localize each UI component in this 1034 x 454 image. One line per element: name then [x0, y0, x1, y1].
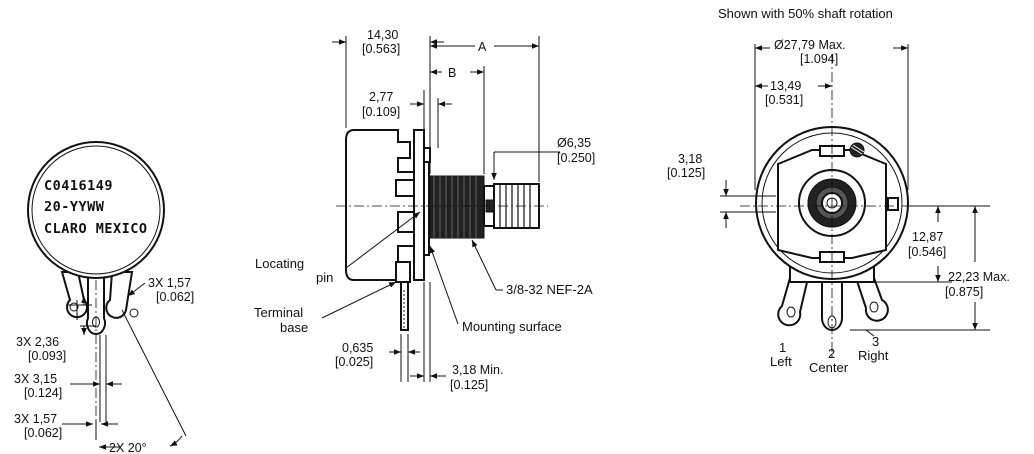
marking-text: C0416149 20-YYWW CLARO MEXICO [44, 178, 148, 237]
dim-1287-inch: [0.546] [908, 245, 946, 259]
thread-label: 3/8-32 NEF-2A [506, 282, 593, 297]
pin-width-label: 3X 1,57 [14, 412, 57, 426]
dim-a-label: A [478, 40, 487, 54]
term-3-name: Right [858, 348, 889, 363]
pin-width-inch: [0.062] [24, 426, 62, 440]
dim-318-label: 3,18 [678, 152, 702, 166]
term-2-name: Center [809, 360, 849, 375]
dim-0635-inch: [0.025] [335, 355, 373, 369]
hole-dia-label: 3X 2,36 [16, 335, 59, 349]
dim-277-inch: [0.109] [362, 105, 400, 119]
dim-2223-inch: [0.875] [945, 285, 983, 299]
dim-318min-label: 3,18 Min. [452, 363, 503, 377]
front-dia-inch: [1.094] [800, 52, 838, 66]
term-2-num: 2 [828, 346, 835, 361]
threaded-bushing [429, 175, 485, 239]
term-1-name: Left [770, 354, 792, 369]
dim-318-inch: [0.125] [667, 166, 705, 180]
dim-1349-label: 13,49 [770, 79, 801, 93]
dim-0635-label: 0,635 [342, 341, 373, 355]
term-1-num: 1 [779, 340, 786, 355]
mounting-surface-label: Mounting surface [462, 319, 562, 334]
pot-body-back [27, 141, 165, 279]
front-view: Shown with 50% shaft rotation [667, 6, 1010, 375]
dim-318min-inch: [0.125] [450, 378, 488, 392]
tab-width-label: 3X 1,57 [148, 276, 191, 290]
left-view: C0416149 20-YYWW CLARO MEXICO 2X 20° 3X … [14, 141, 194, 454]
pin-label: pin [316, 270, 333, 285]
left-terminals [60, 271, 139, 335]
tab-width-inch: [0.062] [156, 290, 194, 304]
marking-line-2: 20-YYWW [44, 199, 105, 215]
marking-line-1: C0416149 [44, 178, 113, 194]
front-terminals [777, 277, 889, 331]
dim-b-label: B [448, 66, 456, 80]
angle-label: 2X 20° [109, 441, 147, 454]
side-body [345, 129, 415, 281]
shaft-dia-label: Ø6,35 [557, 136, 591, 150]
dim-1287-label: 12,87 [912, 230, 943, 244]
terminal-label: Terminal [254, 305, 303, 320]
pin-spacing-inch: [0.124] [24, 386, 62, 400]
shaft-dia-inch: [0.250] [557, 151, 595, 165]
front-dia-label: Ø27,79 Max. [774, 38, 846, 52]
locating-label: Locating [255, 256, 304, 271]
side-view: 14,30 [0.563] A B 2,77 [0.109] Ø6,35 [0.… [254, 28, 595, 392]
base-label: base [280, 320, 308, 335]
dim-1349-inch: [0.531] [765, 93, 803, 107]
hole-dia-inch: [0.093] [28, 349, 66, 363]
marking-line-3: CLARO MEXICO [44, 221, 148, 237]
term-3-num: 3 [872, 334, 879, 349]
body-length-inch: [0.563] [362, 42, 400, 56]
body-length-label: 14,30 [367, 28, 398, 42]
pin-spacing-label: 3X 3,15 [14, 372, 57, 386]
rotation-note: Shown with 50% shaft rotation [718, 6, 893, 21]
dim-277-label: 2,77 [369, 90, 393, 104]
dim-2223-label: 22,23 Max. [948, 270, 1010, 284]
